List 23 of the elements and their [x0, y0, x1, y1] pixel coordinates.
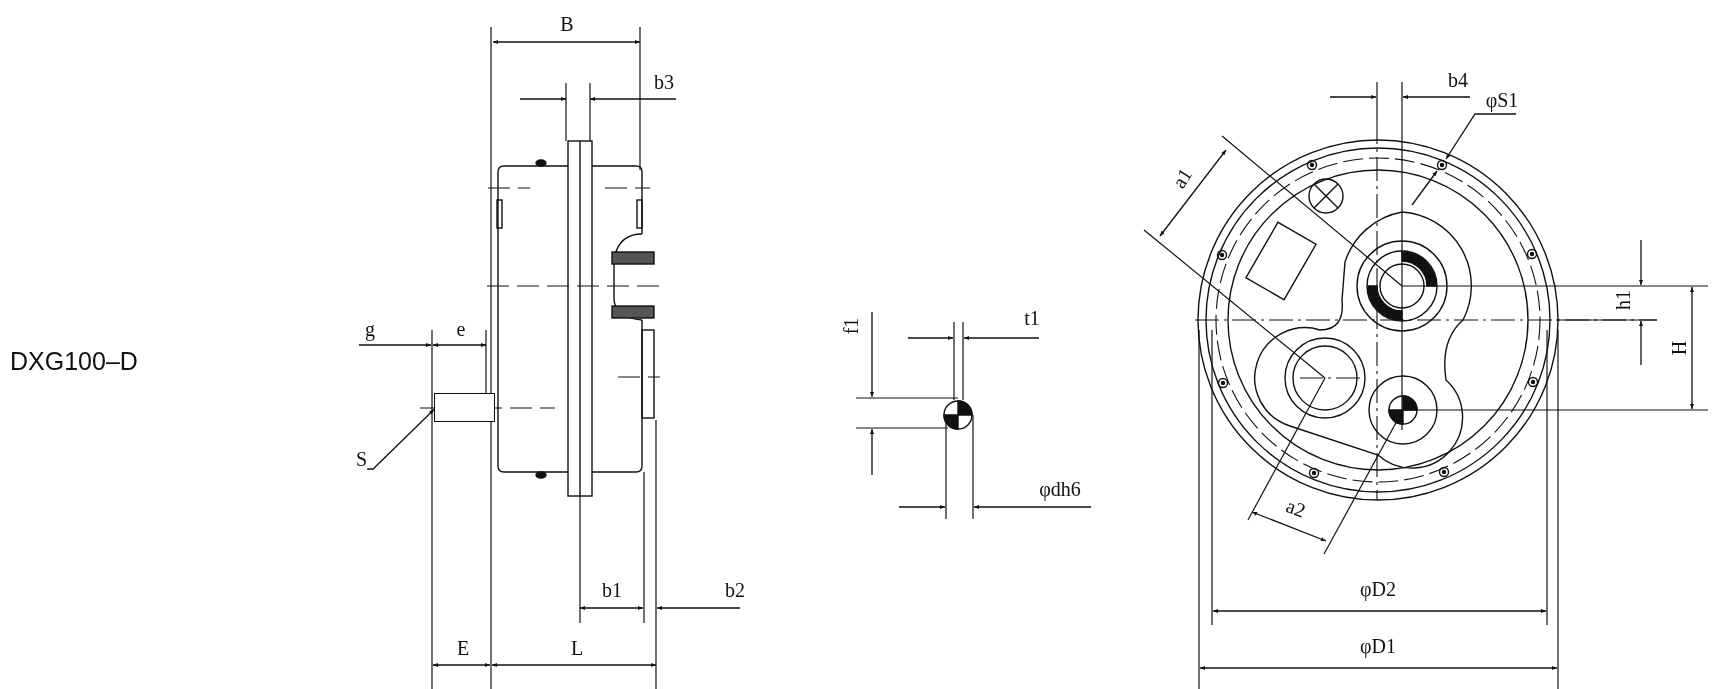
leader-line [366, 408, 435, 470]
dimension-label: b2 [725, 580, 745, 600]
shaft-end [434, 393, 495, 422]
dimension-label: E [456, 638, 470, 658]
dimension-label: φS1 [1485, 90, 1519, 110]
dimension-label: a2 [1283, 495, 1309, 521]
dimension-label: f1 [841, 317, 861, 335]
dimension-label: b3 [654, 72, 674, 92]
dimension-label: H [1669, 340, 1689, 356]
dimension-label: h1 [1613, 290, 1633, 310]
dimension-label: b4 [1448, 70, 1468, 90]
dimension-label: φdh6 [1039, 479, 1081, 499]
dimension-label: φD2 [1360, 579, 1396, 599]
dimension-label: b1 [602, 580, 622, 600]
dimension-label: L [570, 638, 584, 658]
drawing-title: DXG100–D [10, 349, 138, 374]
part-label: S [356, 449, 368, 469]
dimension-label: a1 [1168, 164, 1196, 192]
dimension-label: B [560, 14, 574, 34]
dimension-label: φD1 [1360, 636, 1396, 656]
dimension-label: e [456, 319, 466, 339]
dimension-label: g [365, 319, 375, 339]
dimension-label: t1 [1024, 308, 1040, 328]
